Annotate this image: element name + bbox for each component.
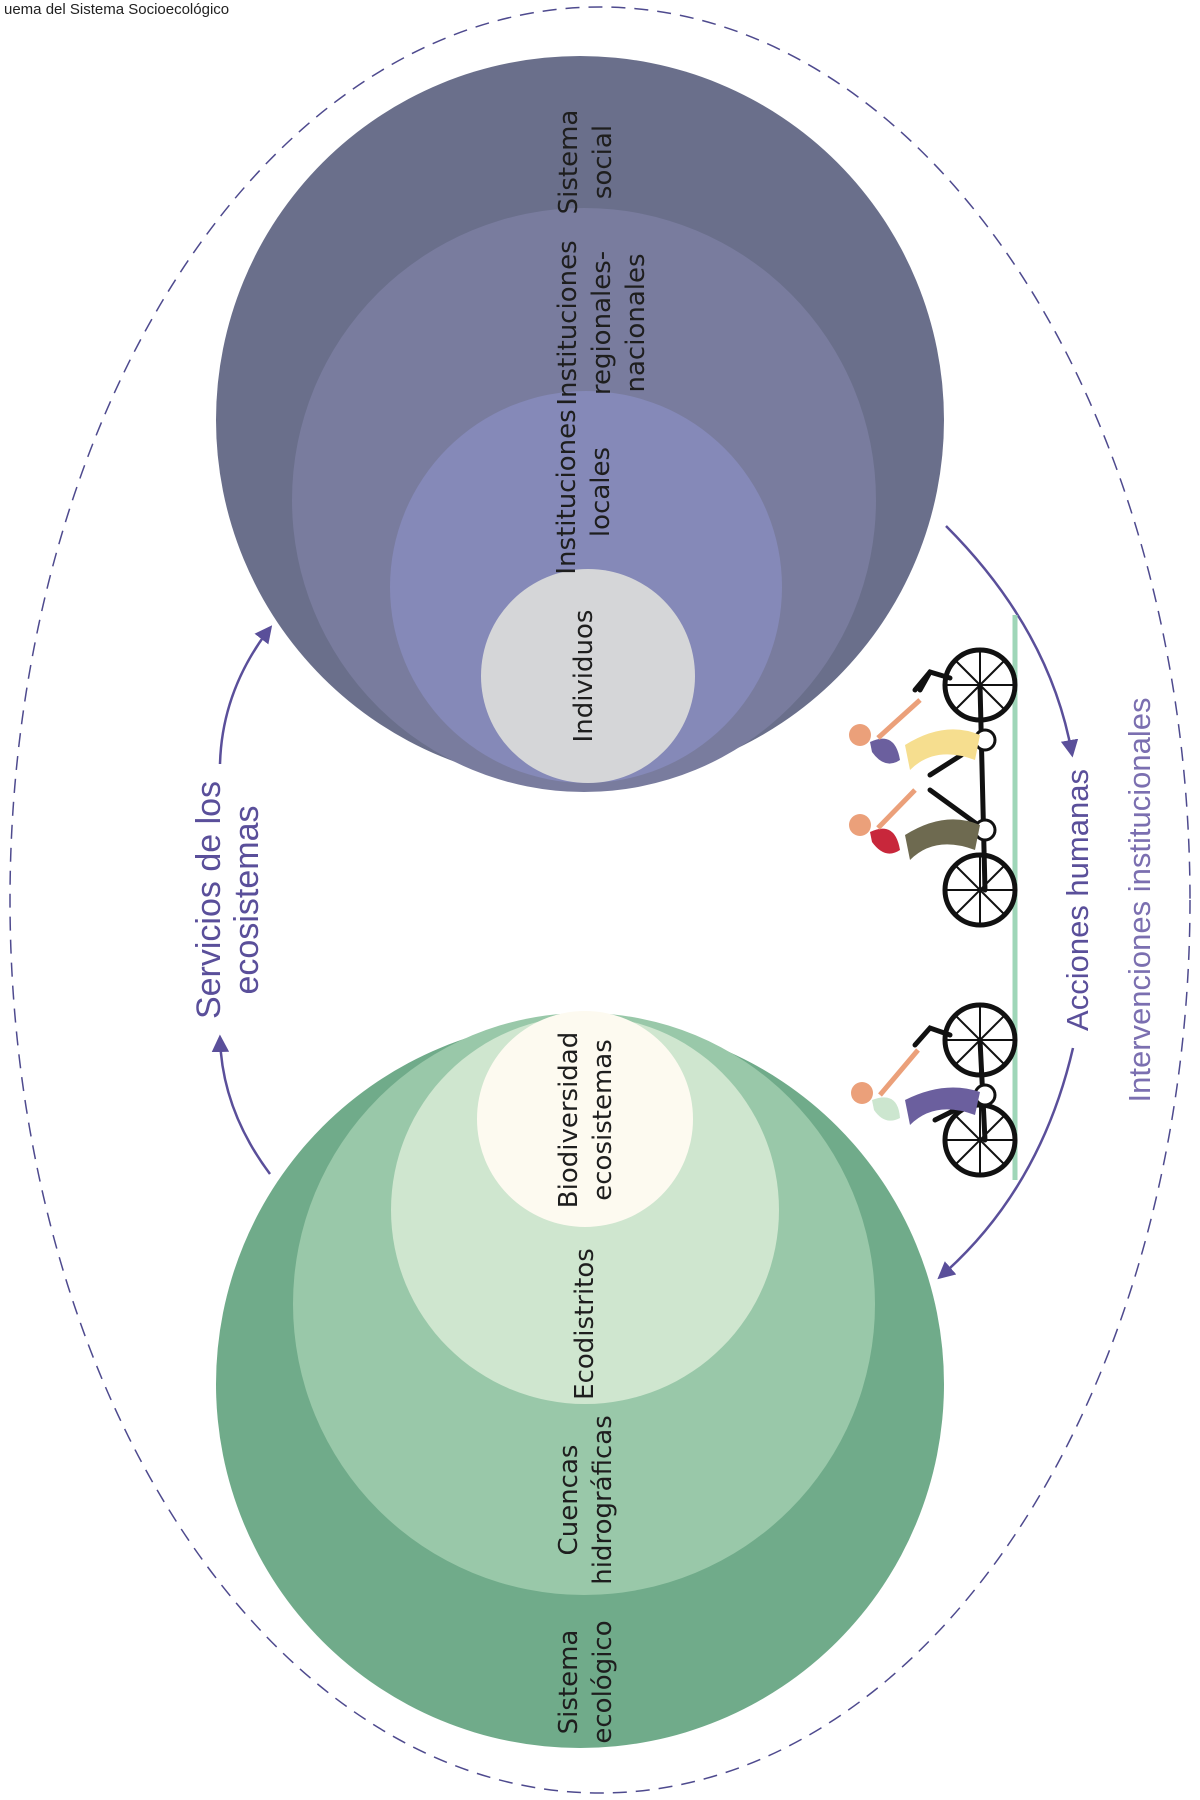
human-actions-arrow-lower (937, 1047, 1075, 1280)
svg-text:ecosistemas: ecosistemas (588, 1039, 618, 1201)
tandem-bicycle-icon (849, 647, 1018, 928)
label-intervenciones-institucionales: Intervenciones institucionales (1122, 698, 1157, 1103)
label-biodiversidad: Biodiversidad ecosistemas (554, 1032, 618, 1208)
svg-text:Individuos: Individuos (569, 610, 599, 743)
socioecological-boundary (9, 6, 1191, 1794)
ecosystem-services-arrow-lower (211, 1034, 272, 1175)
label-individuos: Individuos (569, 610, 599, 743)
human-actions-arrow-upper (945, 525, 1079, 758)
svg-text:Instituciones: Instituciones (552, 409, 582, 574)
ecological-system: Biodiversidad ecosistemas Ecodistritos C… (216, 1011, 944, 1748)
svg-text:Cuencas: Cuencas (554, 1445, 584, 1556)
svg-text:locales: locales (586, 447, 616, 537)
ecosystem-services-arrow-upper (218, 625, 273, 765)
svg-text:Ecodistritos: Ecodistritos (570, 1248, 600, 1400)
svg-text:Intervenciones institucionales: Intervenciones institucionales (1122, 698, 1157, 1103)
label-instituciones-regionales: Instituciones regionales- nacionales (553, 240, 651, 405)
svg-text:ecosistemas: ecosistemas (228, 806, 266, 995)
svg-text:Acciones humanas: Acciones humanas (1060, 769, 1095, 1031)
label-ecodistritos: Ecodistritos (570, 1248, 600, 1400)
label-instituciones-locales: Instituciones locales (552, 409, 616, 574)
label-servicios-ecosistemas: Servicios de los ecosistemas (190, 781, 266, 1019)
label-acciones-humanas: Acciones humanas (1060, 769, 1095, 1031)
svg-text:Servicios de los: Servicios de los (190, 781, 228, 1019)
svg-text:nacionales: nacionales (621, 253, 651, 392)
label-sistema-ecologico: Sistema ecológico (554, 1620, 618, 1743)
svg-text:ecológico: ecológico (588, 1620, 618, 1743)
svg-text:social: social (588, 125, 618, 199)
svg-text:hidrográficas: hidrográficas (588, 1415, 618, 1585)
figure-caption: uema del Sistema Socioecológico (4, 1, 229, 18)
label-sistema-social: Sistema social (554, 110, 618, 215)
svg-text:regionales-: regionales- (587, 251, 617, 395)
svg-text:Sistema: Sistema (554, 110, 584, 215)
label-cuencas: Cuencas hidrográficas (554, 1415, 618, 1585)
social-individuals-circle (481, 569, 695, 783)
social-system: Sistema social Instituciones regionales-… (216, 56, 944, 792)
bicycle-rider-icon (851, 1002, 1018, 1178)
svg-text:Sistema: Sistema (554, 1630, 584, 1735)
svg-text:Biodiversidad: Biodiversidad (554, 1032, 584, 1208)
svg-text:Instituciones: Instituciones (553, 240, 583, 405)
eco-biodiversidad-circle (477, 1011, 693, 1227)
